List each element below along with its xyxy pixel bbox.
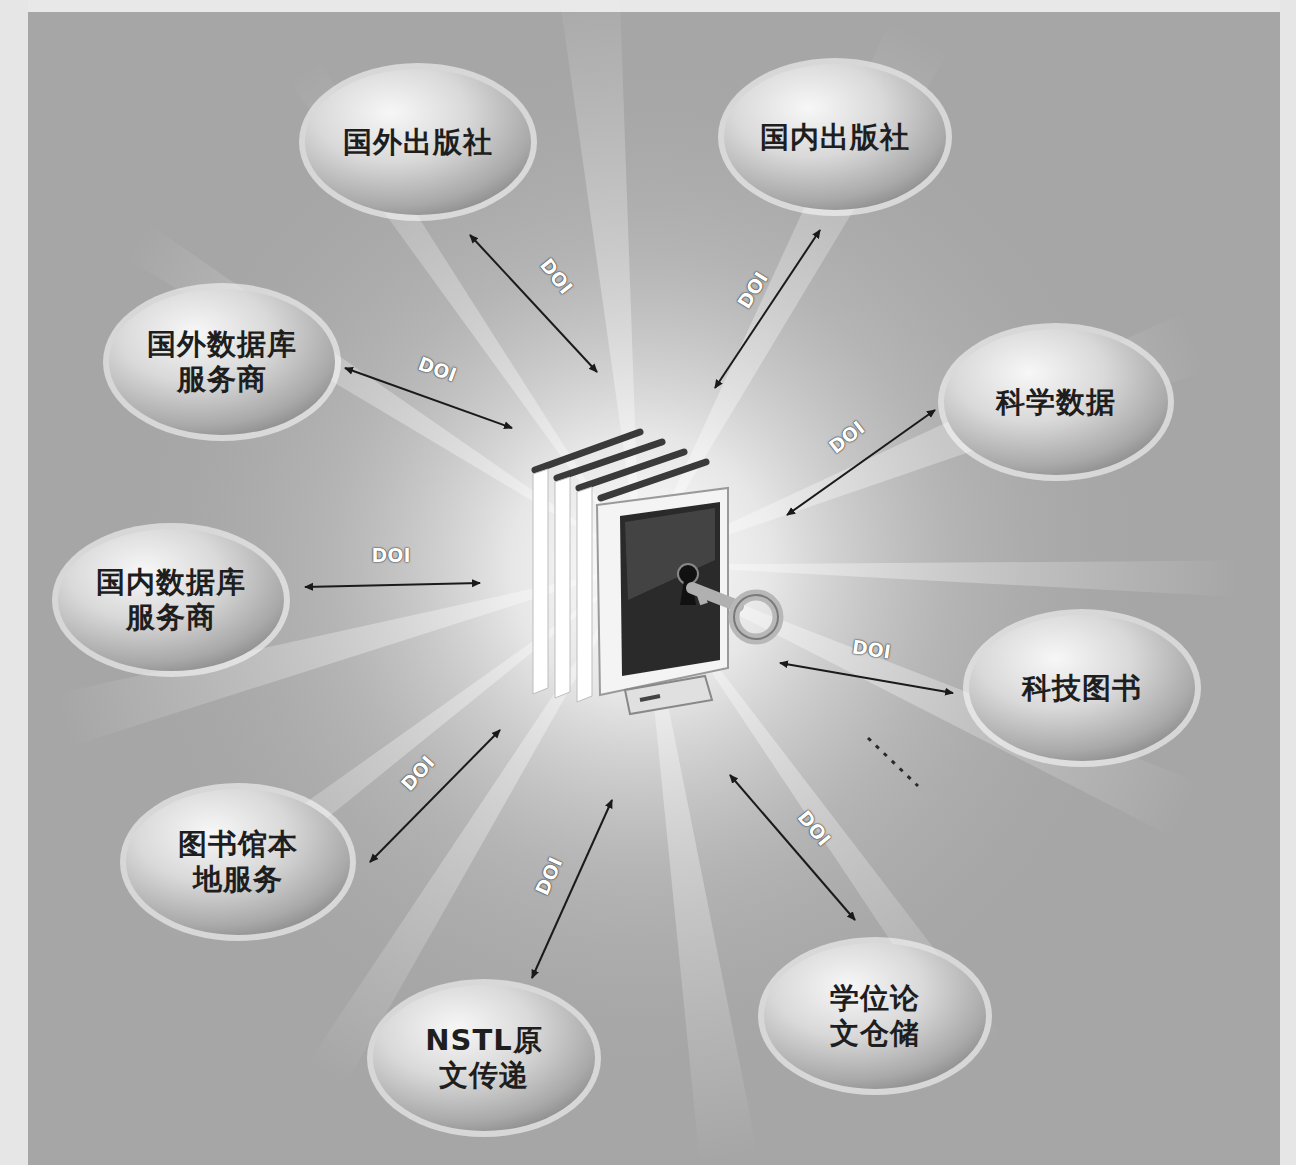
arrow-label: DOI [530, 854, 566, 899]
node-label: 图书馆本 地服务 [156, 827, 320, 897]
node-ellipse: 科学数据 [944, 329, 1168, 475]
arrow-label: DOI [793, 806, 835, 850]
arrow-label: DOI [372, 544, 411, 566]
node-label: 国外数据库 服务商 [139, 327, 305, 397]
computer-key-illustration [533, 432, 778, 714]
double-arrow [305, 583, 480, 587]
node-ellipse: 图书馆本 地服务 [126, 789, 350, 935]
double-arrow [470, 235, 597, 372]
arrow-label: DOI [415, 352, 459, 386]
node-label: 国内出版社 [760, 120, 910, 155]
arrow-label: DOI [732, 268, 771, 313]
node-label: 科技图书 [1022, 671, 1142, 706]
node-ellipse: 学位论 文仓储 [764, 943, 986, 1089]
double-arrow [780, 663, 953, 693]
node-ellipse: 科技图书 [969, 615, 1195, 761]
double-arrow [715, 230, 820, 388]
double-arrow [370, 730, 500, 862]
arrow-label: DOI [824, 416, 868, 457]
arrow-label: DOI [396, 751, 438, 795]
node-ellipse: 国外出版社 [305, 69, 531, 215]
node-ellipse: 国外数据库 服务商 [109, 289, 335, 435]
node-label: 国外出版社 [343, 125, 493, 160]
double-arrow [787, 410, 935, 515]
arrow-label: DOI [850, 635, 892, 662]
double-arrow [730, 775, 855, 920]
node-label: 学位论 文仓储 [794, 981, 956, 1051]
node-label: 科学数据 [996, 385, 1116, 420]
arrow-label: DOI [535, 254, 576, 298]
node-ellipse: 国内出版社 [724, 64, 946, 210]
node-label: NSTL原 文传递 [403, 1023, 565, 1093]
node-ellipse: NSTL原 文传递 [373, 985, 595, 1131]
node-label: 国内数据库 服务商 [88, 565, 254, 635]
continuation-dots [868, 738, 918, 786]
node-ellipse: 国内数据库 服务商 [58, 529, 284, 671]
